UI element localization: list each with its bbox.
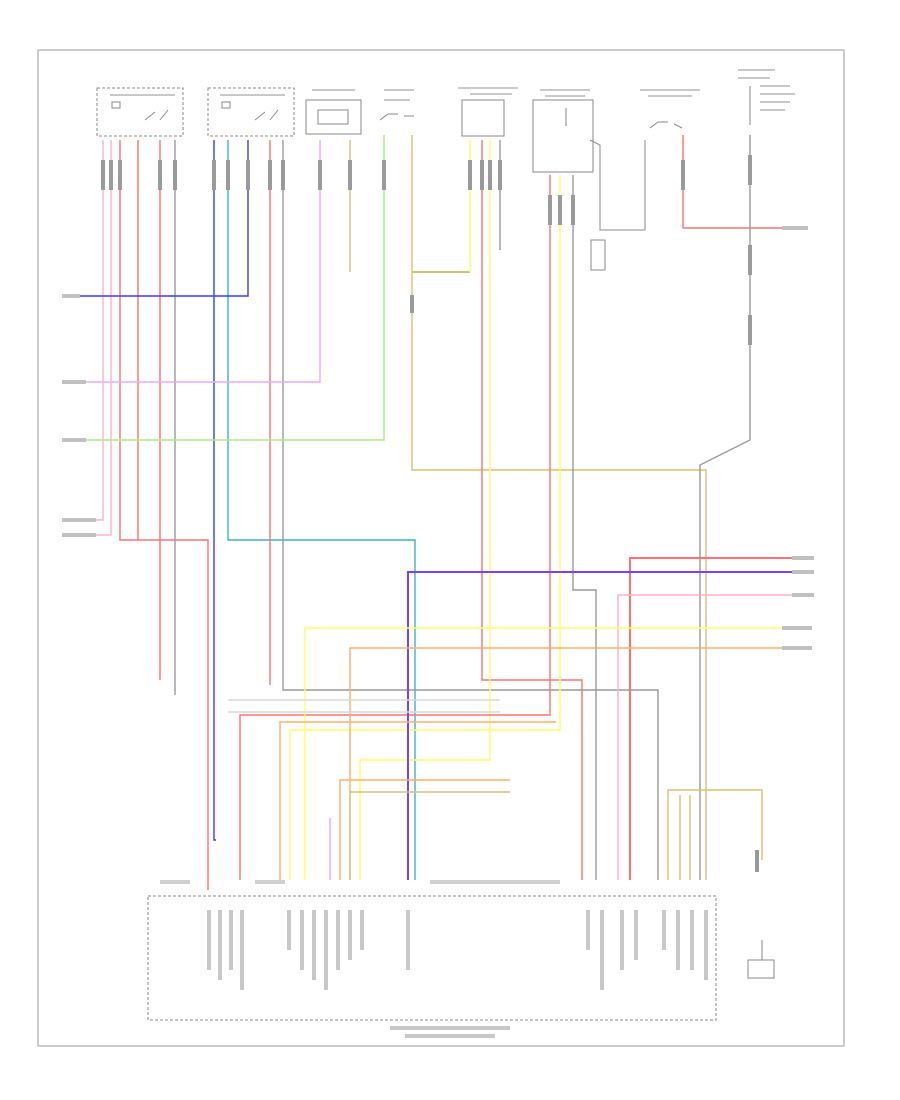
wire-violet-1 [64, 140, 321, 383]
right-label-3 [792, 570, 814, 574]
wire-tan-5 [667, 789, 763, 880]
component-relay-d [532, 89, 606, 271]
right-label-1 [782, 226, 808, 230]
wire-pink-3 [617, 594, 805, 880]
component-switch-e [589, 89, 700, 231]
wire-red-8 [629, 557, 805, 880]
component-fuse-f [738, 69, 795, 125]
diagram-frame [37, 49, 845, 1047]
wire-red-5 [481, 140, 583, 880]
wire-gray-5 [699, 135, 751, 880]
component-module-c [458, 87, 518, 137]
wire-pink-2 [64, 140, 112, 536]
wire-red-7 [682, 135, 805, 229]
wire-gray-4 [572, 175, 597, 880]
wire-blue-2 [227, 140, 416, 880]
wire-orange-1 [349, 647, 805, 880]
wire-yellow-4 [304, 627, 805, 880]
component-passenger-door-window-switch [96, 87, 184, 137]
left-label-3 [62, 438, 86, 442]
left-labels [62, 294, 96, 537]
left-label-4 [62, 518, 96, 522]
wire-orange-2 [279, 721, 556, 880]
right-label-6 [782, 646, 812, 650]
right-label-4 [792, 593, 814, 597]
wire-blue-1 [213, 140, 216, 841]
component-driver-door-window-switch [207, 87, 295, 137]
wire-red-6 [239, 175, 551, 880]
wire-red-1 [119, 140, 209, 890]
wires [64, 135, 805, 890]
wire-yellow-2 [359, 140, 491, 880]
control-module [147, 880, 717, 1038]
left-label-2 [62, 380, 86, 384]
wire-gray-2 [282, 140, 659, 880]
left-label-1 [62, 294, 80, 298]
wire-orange-3 [339, 779, 510, 880]
component-unit-a [305, 89, 362, 135]
wire-tan-2 [411, 135, 707, 880]
left-label-5 [62, 533, 96, 537]
component-switch-b [379, 89, 414, 121]
wire-blue-3 [64, 140, 249, 297]
right-label-2 [792, 556, 814, 560]
wire-tan-4 [349, 791, 510, 880]
right-label-5 [782, 626, 812, 630]
wire-green-1 [64, 135, 385, 441]
ground-symbol [747, 940, 775, 979]
wire-pink-1 [64, 140, 104, 521]
wire-yellow-3 [289, 175, 561, 880]
right-labels [782, 226, 814, 650]
wire-purple-1 [407, 571, 805, 880]
connector-marks [101, 155, 759, 872]
top-components [96, 69, 795, 271]
